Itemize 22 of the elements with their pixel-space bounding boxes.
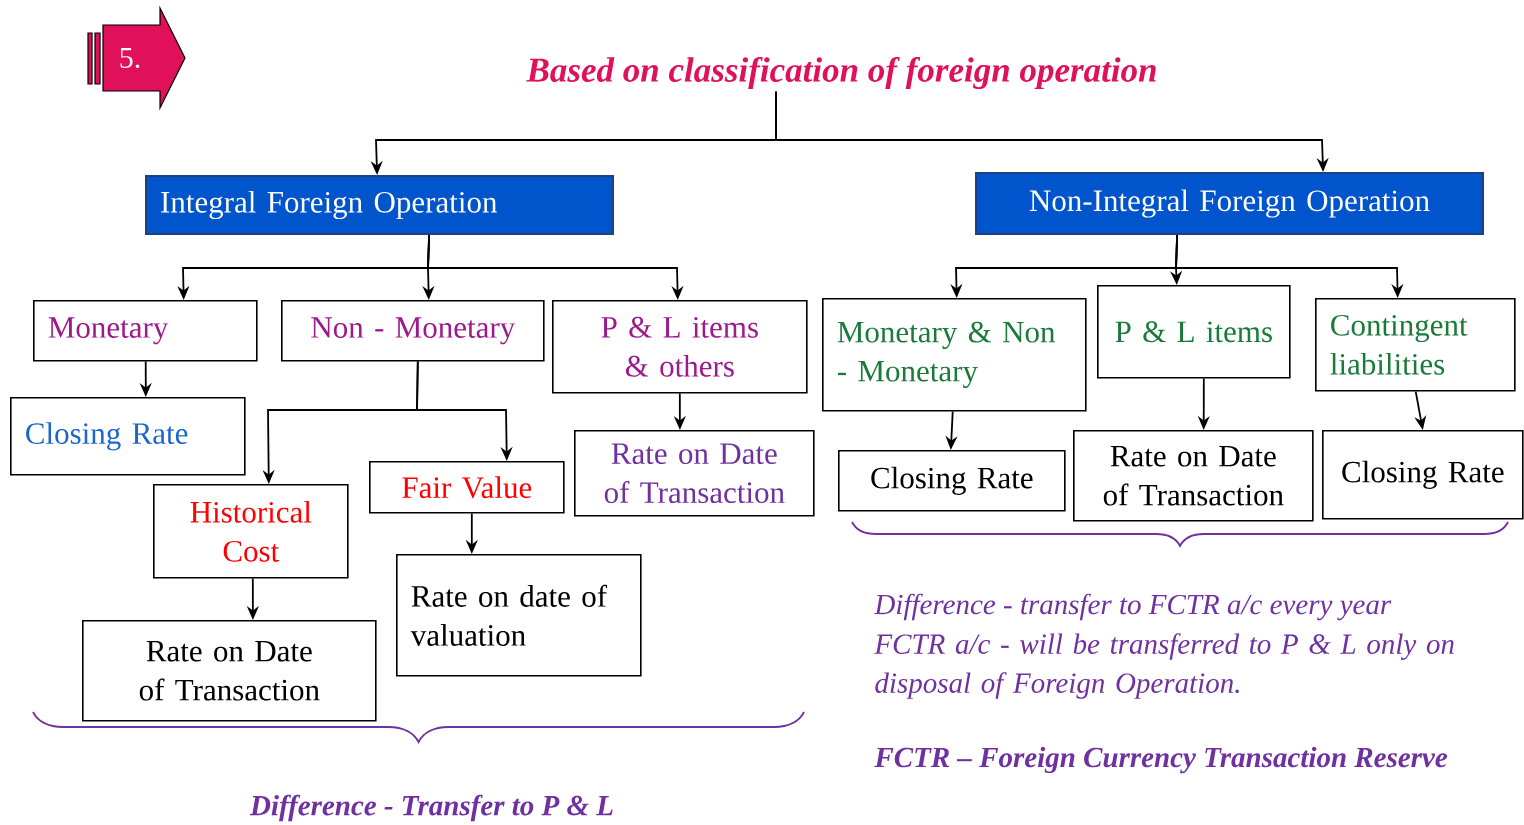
rate-box: Rate on Date of Transaction <box>1073 430 1314 522</box>
rate-box: Monetary <box>33 300 258 362</box>
note-text: Difference - transfer to FCTR a/c every year <box>874 593 1392 621</box>
rate-box: Contingent liabilities <box>1315 298 1516 392</box>
rate-box: Rate on Date of Transaction <box>82 620 377 722</box>
rate-box: Rate on date of valuation <box>396 554 642 677</box>
rate-box: Closing Rate <box>10 397 246 476</box>
rate-box: Closing Rate <box>1322 430 1524 520</box>
rate-box: P & L items <box>1097 285 1291 379</box>
rate-box: Historical Cost <box>153 484 349 579</box>
rate-box: Rate on Date of Transaction <box>574 430 815 517</box>
note-text: FCTR a/c - will be transferred to P & L only on disposal of Foreign Operation. <box>874 633 1454 699</box>
note-text: FCTR – Foreign Currency Transaction Reserve <box>874 746 1448 774</box>
note-text: Difference - Transfer to P & L <box>249 794 613 822</box>
category-box: Non-Integral Foreign Operation <box>975 172 1484 235</box>
category-box: Integral Foreign Operation <box>145 175 614 235</box>
rate-box: Monetary & Non - Monetary <box>822 298 1087 412</box>
rate-box: Closing Rate <box>838 450 1066 512</box>
rate-box: Non - Monetary <box>281 300 545 362</box>
rate-box: P & L items & others <box>552 300 808 394</box>
rate-box: Fair Value <box>369 461 565 514</box>
title-text: Based on classification of foreign operation <box>526 56 1156 90</box>
